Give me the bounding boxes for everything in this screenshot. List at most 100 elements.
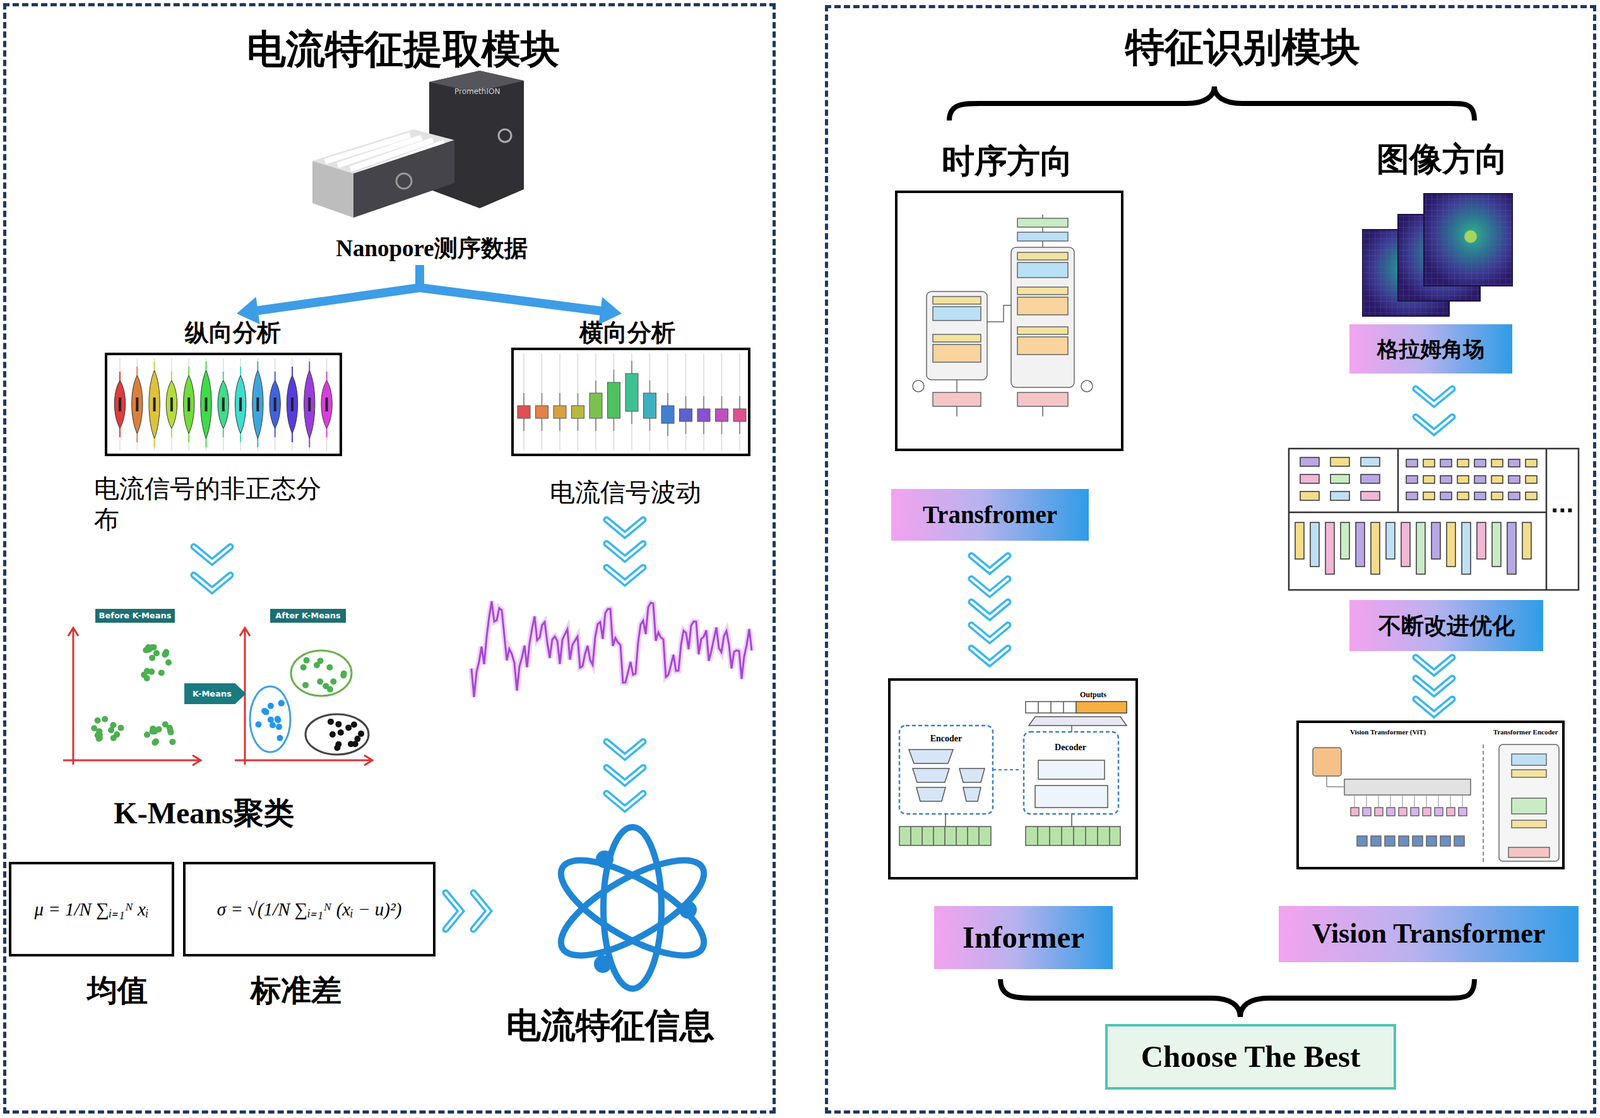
chevron-arrow: [606, 544, 644, 560]
data-point: [330, 678, 337, 685]
mini-block: [1522, 522, 1532, 560]
patch: [1422, 807, 1431, 817]
image-figure: 图像方向: [1362, 193, 1513, 317]
violin: [217, 380, 229, 429]
box-label: Choose The Best: [1141, 1038, 1361, 1077]
data-point: [165, 659, 172, 666]
transformer-figure: [894, 190, 1124, 452]
gram-image-stack: [1464, 230, 1477, 243]
chevron-arrow: [1415, 657, 1453, 673]
data-point: [278, 700, 285, 707]
box: [589, 393, 603, 419]
chevron-arrow: [473, 893, 489, 930]
chevron-arrow: [445, 893, 461, 930]
informer-figure: [899, 725, 993, 815]
mini-block: [1492, 522, 1501, 567]
informer-figure: [1038, 760, 1105, 780]
chevron-arrow: [606, 768, 644, 784]
connector: [193, 546, 231, 591]
vit-figure: [1511, 754, 1547, 766]
patch: [1434, 807, 1443, 817]
violin: [187, 397, 190, 412]
heading: K-Means聚类: [113, 795, 294, 832]
violin: [239, 397, 242, 412]
data-point: [326, 664, 333, 671]
mini-block: [1525, 459, 1537, 468]
chevron-arrow: [1415, 657, 1453, 673]
data-point: [152, 738, 160, 745]
mini-block: [1295, 522, 1304, 560]
patch: [1402, 795, 1404, 808]
chevron-arrow: [606, 768, 644, 784]
violin: [286, 375, 298, 434]
patch: [1350, 807, 1359, 817]
vit-figure: [1296, 720, 1565, 870]
informer-figure: [1038, 701, 1077, 714]
mini-block: [1423, 492, 1435, 500]
atom-icon: [593, 955, 612, 974]
kmeans-plot: [234, 628, 373, 766]
informer-figure: [1076, 701, 1127, 714]
data-point: [261, 708, 268, 715]
transformer-figure: [1017, 297, 1068, 315]
sequencer-figure: Nanopore测序数据: [293, 69, 546, 266]
transformer-figure: [1017, 218, 1068, 228]
data-point: [162, 721, 169, 728]
connector: [1415, 657, 1453, 715]
data-point: [337, 729, 344, 736]
caption: Encoder: [930, 734, 963, 745]
decorative-chevron: [1415, 388, 1453, 404]
mini-block: [1300, 491, 1320, 501]
mini-block: [1423, 459, 1435, 468]
mini-block: [1401, 522, 1411, 567]
transformer-figure: [1017, 392, 1068, 407]
violin: [114, 380, 125, 429]
violin: [222, 397, 225, 412]
transformer-figure: [1017, 326, 1068, 335]
box-label: 不断改进优化: [1378, 612, 1515, 640]
data-point: [113, 731, 120, 738]
violin: [269, 380, 281, 429]
box-label: μ = 1/N ∑ᵢ₌₁ᴺ xᵢ: [34, 898, 149, 921]
data-point: [148, 655, 156, 662]
patch: [1326, 786, 1345, 788]
box-label: 格拉姆角场: [1377, 336, 1485, 363]
data-point: [302, 682, 309, 689]
violin-plot: [106, 354, 341, 456]
violin: [153, 397, 156, 412]
image-patch: [1370, 836, 1381, 847]
chevron-arrow: [606, 520, 644, 536]
mini-block: [1461, 522, 1471, 575]
chevron-arrow: [971, 602, 1008, 618]
ellipsis: ...: [1550, 493, 1574, 518]
informer-figure: [945, 725, 1072, 827]
chevron-arrow: [1415, 678, 1453, 694]
chevron-arrow: [606, 741, 644, 757]
grid-line: [541, 353, 543, 451]
connector: [971, 556, 1008, 664]
atom-icon: [547, 842, 718, 974]
data-point: [277, 735, 284, 742]
box-plot: [512, 349, 750, 456]
atom-icon: [679, 901, 697, 919]
patch: [1426, 795, 1428, 808]
violin: [321, 380, 332, 429]
violin: [234, 375, 246, 434]
model-collage: [1288, 448, 1579, 591]
model-tag: Vision Transformer: [1278, 906, 1579, 963]
transformer-figure: [1011, 247, 1075, 388]
transformer-figure: [912, 380, 925, 392]
data-point: [143, 732, 151, 739]
mini-block: [1370, 522, 1380, 575]
transformer-figure: [1017, 262, 1068, 278]
violin: [290, 397, 294, 412]
mini-block: [1474, 475, 1486, 484]
patch: [1398, 807, 1407, 817]
decorative-chevron: [1415, 417, 1453, 433]
box: [553, 405, 567, 419]
grid-line: [703, 353, 705, 451]
data-point: [303, 657, 310, 664]
transformer-figure: [926, 291, 988, 380]
patch: [1374, 807, 1383, 817]
module-panel: 特征识别模块时序方向TransfromerOutputsEncoderDecod…: [824, 5, 1597, 1115]
